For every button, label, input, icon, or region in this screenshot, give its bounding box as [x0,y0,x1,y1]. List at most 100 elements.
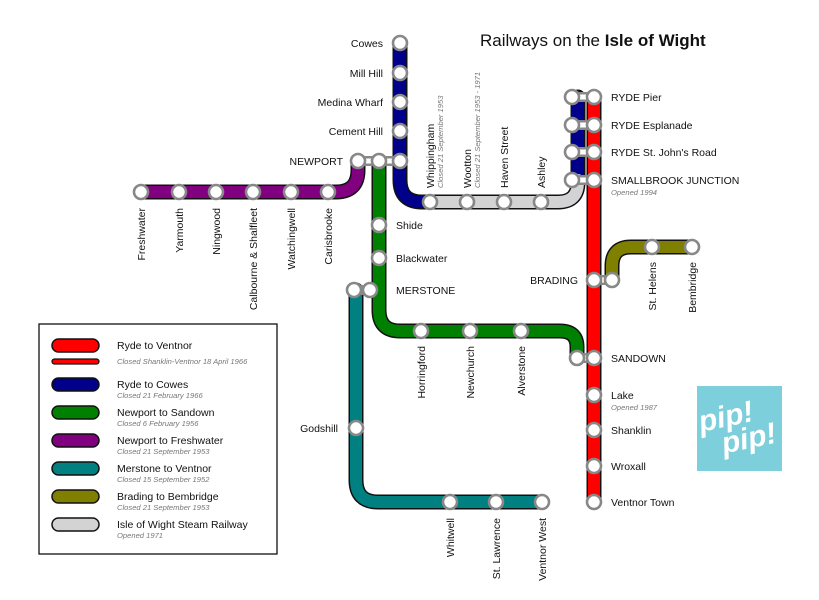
label-blackwater: Blackwater [396,253,448,265]
station-bembridge [683,238,701,256]
line-merstone-ventnor [350,284,548,508]
station-newport-b [370,152,388,170]
label-sandown: SANDOWN [611,353,666,365]
label-newchurch: Newchurch [465,346,477,399]
label-newport: NEWPORT [290,156,344,168]
line-brading-bembridge [606,241,698,286]
label-whippingham-note: Closed 21 September 1953 [436,95,445,188]
station-newport-c [391,152,409,170]
map-title: Railways on the Isle of Wight [480,31,706,50]
label-wootton-note: Closed 21 September 1953 - 1971 [473,72,482,188]
svg-text:Merstone to Ventnor: Merstone to Ventnor [117,463,212,475]
station-medina-wharf [391,93,409,111]
station-wroxall [585,457,603,475]
legend-item-brading-bembridge: Brading to Bembridge Closed 21 September… [51,489,219,512]
svg-text:Newport to Freshwater: Newport to Freshwater [117,435,224,447]
label-ashley: Ashley [536,156,548,188]
label-haven-street: Haven Street [499,127,511,188]
station-smallbrook-a [563,171,581,189]
label-carisbrooke: Carisbrooke [323,208,335,265]
label-ryde-st-johns: RYDE St. John's Road [611,147,717,159]
label-whitwell: Whitwell [445,518,457,557]
legend-item-ryde-ventnor-closed: Closed Shanklin-Ventnor 18 April 1966 [51,357,248,366]
station-horringford [412,322,430,340]
label-st-lawrence: St. Lawrence [491,518,503,579]
station-brading-a [585,271,603,289]
station-ryde-esplanade-a [563,116,581,134]
legend-item-steam-railway: Isle of Wight Steam Railway Opened 1971 [51,517,248,540]
svg-text:Closed 21 February 1966: Closed 21 February 1966 [117,391,203,400]
svg-text:Closed 21 September 1953: Closed 21 September 1953 [117,503,210,512]
station-shanklin [585,421,603,439]
svg-text:Isle of Wight Steam Railway: Isle of Wight Steam Railway [117,519,248,531]
station-ashley [532,193,550,211]
station-yarmouth [170,183,188,201]
stations [132,34,701,511]
station-merstone-a [345,281,363,299]
station-shide [370,216,388,234]
line-newport-sandown [373,157,583,364]
legend-item-newport-sandown: Newport to Sandown Closed 6 February 195… [51,405,215,428]
svg-text:Closed 15 September 1952: Closed 15 September 1952 [117,475,210,484]
label-lake: Lake [611,390,634,402]
label-ryde-pier: RYDE Pier [611,92,662,104]
label-whippingham: Whippingham [425,124,437,188]
station-watchingwell [282,183,300,201]
station-st-helens [643,238,661,256]
station-brading-b [603,271,621,289]
label-bembridge: Bembridge [687,262,699,313]
label-lake-note: Opened 1987 [611,403,658,412]
label-cowes: Cowes [351,38,383,50]
label-shanklin: Shanklin [611,425,651,437]
label-smallbrook-note: Opened 1994 [611,188,657,197]
pip-pip-logo: pip! pip! [695,386,782,471]
label-smallbrook: SMALLBROOK JUNCTION [611,175,739,187]
station-ryde-pier-b [585,88,603,106]
station-newport-a [349,152,367,170]
svg-text:Ryde to Ventnor: Ryde to Ventnor [117,340,193,352]
station-cowes [391,34,409,52]
label-godshill: Godshill [300,423,338,435]
label-ningwood: Ningwood [211,208,223,255]
label-wootton: Wootton [462,149,474,188]
station-st-lawrence [487,493,505,511]
station-sandown-a [568,349,586,367]
label-mill-hill: Mill Hill [350,68,383,80]
label-medina-wharf: Medina Wharf [318,97,383,109]
label-cement-hill: Cement Hill [329,126,383,138]
station-freshwater [132,183,150,201]
svg-text:Newport to Sandown: Newport to Sandown [117,407,215,419]
station-carisbrooke [319,183,337,201]
station-ningwood [207,183,225,201]
station-calbourne [244,183,262,201]
svg-text:Closed 6 February 1956: Closed 6 February 1956 [117,419,199,428]
station-whippingham [421,193,439,211]
station-alverstone [512,322,530,340]
station-ventnor-west [533,493,551,511]
station-haven-street [495,193,513,211]
label-horringford: Horringford [416,346,428,399]
legend-item-ryde-ventnor: Ryde to Ventnor [51,338,193,353]
legend-item-ryde-cowes: Ryde to Cowes Closed 21 February 1966 [51,377,203,400]
label-ventnor-west: Ventnor West [537,518,549,581]
station-godshill [347,419,365,437]
legend-item-newport-freshwater: Newport to Freshwater Closed 21 Septembe… [51,433,224,456]
station-newchurch [461,322,479,340]
station-ryde-st-johns-a [563,143,581,161]
station-merstone-b [361,281,379,299]
label-shide: Shide [396,220,423,232]
station-sandown-b [585,349,603,367]
svg-text:Opened 1971: Opened 1971 [117,531,163,540]
svg-text:Closed Shanklin-Ventnor 18 Apr: Closed Shanklin-Ventnor 18 April 1966 [117,357,248,366]
label-yarmouth: Yarmouth [174,208,186,253]
svg-text:Brading to Bembridge: Brading to Bembridge [117,491,219,503]
station-ventnor-town [585,493,603,511]
label-ryde-esplanade: RYDE Esplanade [611,120,693,132]
station-whitwell [441,493,459,511]
station-labels: Cowes Mill Hill Medina Wharf Cement Hill… [136,38,739,581]
label-calbourne: Calbourne & Shalfleet [248,208,260,310]
station-ryde-esplanade-b [585,116,603,134]
label-wroxall: Wroxall [611,461,646,473]
label-brading: BRADING [530,275,578,287]
